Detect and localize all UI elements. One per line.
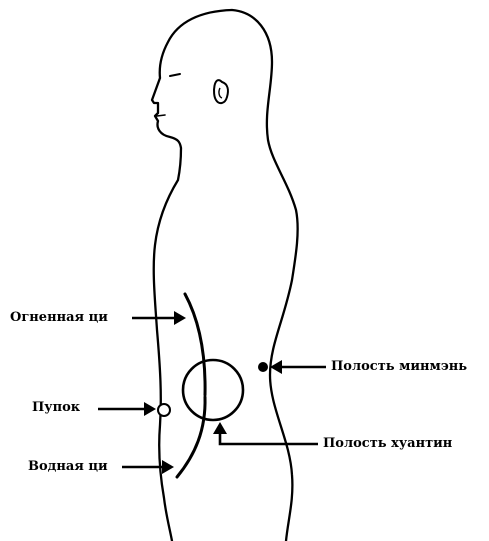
fire-qi-label: Огненная ци bbox=[10, 310, 108, 326]
huangting-cavity-label: Полость хуантин bbox=[323, 436, 452, 452]
huangting-cavity-arrow bbox=[213, 422, 318, 444]
navel-arrow bbox=[98, 402, 156, 416]
body-back-outline bbox=[232, 10, 298, 541]
fire-qi-channel bbox=[185, 294, 205, 395]
mingmen-cavity-dot bbox=[258, 362, 268, 372]
fire-qi-arrow bbox=[132, 311, 186, 325]
eye-icon bbox=[170, 74, 180, 76]
ear-inner-icon bbox=[219, 88, 222, 98]
water-qi-arrow bbox=[122, 460, 174, 474]
mouth-icon bbox=[157, 115, 165, 116]
navel-marker bbox=[158, 404, 170, 416]
ear-icon bbox=[214, 80, 228, 103]
huangting-cavity-circle bbox=[183, 360, 243, 420]
water-qi-label: Водная ци bbox=[28, 459, 108, 475]
mingmen-cavity-arrow bbox=[270, 360, 326, 374]
mingmen-cavity-label: Полость минмэнь bbox=[331, 359, 467, 375]
navel-label: Пупок bbox=[32, 400, 80, 416]
